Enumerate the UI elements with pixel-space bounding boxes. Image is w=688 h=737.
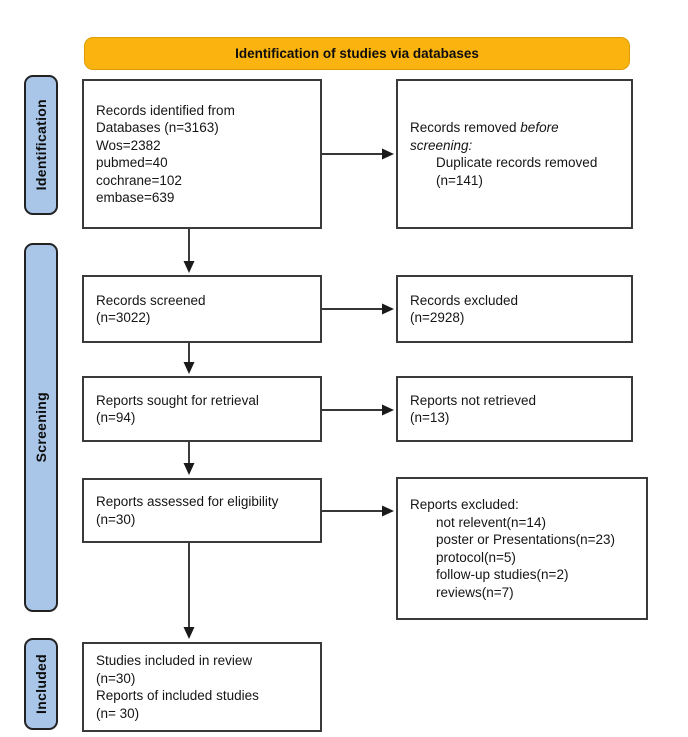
stage-included-label: Included bbox=[33, 654, 49, 714]
stage-included: Included bbox=[24, 638, 58, 730]
text-fragment-italic: screening: bbox=[410, 137, 473, 153]
text-line: Reports not retrieved bbox=[410, 392, 537, 408]
text-line: Reports of included studies bbox=[96, 688, 259, 703]
text-line: (n=30) bbox=[96, 670, 136, 686]
banner-title-text: Identification of studies via databases bbox=[235, 46, 479, 61]
text-line: (n=94) bbox=[96, 410, 136, 425]
text-line: (n= 30) bbox=[96, 705, 140, 721]
text-line: reviews(n=7) bbox=[436, 584, 514, 600]
stage-screening: Screening bbox=[24, 243, 58, 612]
box-records-excluded: Records excluded (n=2928) bbox=[396, 275, 633, 343]
text-fragment: Records removed bbox=[410, 120, 521, 135]
arrow-screened-to-excluded bbox=[322, 303, 394, 315]
arrow-assessed-to-reports-excluded bbox=[322, 505, 394, 517]
text-line: (n=2928) bbox=[410, 310, 465, 325]
box-reports-not-retrieved: Reports not retrieved (n=13) bbox=[396, 376, 633, 442]
text-line: (n=141) bbox=[436, 172, 483, 188]
arrow-sought-to-assessed bbox=[183, 442, 195, 475]
stage-identification: Identification bbox=[24, 75, 58, 215]
box-records-removed: Records removed before screening: Duplic… bbox=[396, 79, 633, 229]
text-line: Wos=2382 bbox=[96, 137, 161, 153]
arrow-screened-to-sought bbox=[183, 343, 195, 374]
box-studies-included: Studies included in review (n=30) Report… bbox=[82, 642, 322, 732]
box-reports-sought: Reports sought for retrieval (n=94) bbox=[82, 376, 322, 442]
text-line: Records identified from bbox=[96, 102, 235, 118]
text-line: (n=13) bbox=[410, 410, 450, 425]
text-line: Duplicate records removed bbox=[436, 155, 598, 170]
box-reports-assessed: Reports assessed for eligibility (n=30) bbox=[82, 478, 322, 543]
text-line: Studies included in review bbox=[96, 653, 253, 668]
arrow-assessed-to-included bbox=[183, 543, 195, 639]
box-reports-excluded: Reports excluded: not relevent(n=14) pos… bbox=[396, 477, 648, 620]
text-line: not relevent(n=14) bbox=[436, 514, 546, 530]
text-line: follow-up studies(n=2) bbox=[436, 567, 569, 582]
text-line: poster or Presentations(n=23) bbox=[436, 532, 615, 547]
text-line: Records screened bbox=[96, 292, 206, 308]
text-line: pubmed=40 bbox=[96, 155, 168, 170]
stage-screening-label: Screening bbox=[33, 392, 49, 463]
text-line: (n=3022) bbox=[96, 310, 151, 325]
text-line: cochrane=102 bbox=[96, 172, 182, 188]
text-line: Records excluded bbox=[410, 292, 519, 308]
text-line: Databases (n=3163) bbox=[96, 120, 219, 135]
arrow-identified-to-screened bbox=[183, 229, 195, 273]
arrow-sought-to-not-retrieved bbox=[322, 404, 394, 416]
text-line: embase=639 bbox=[96, 190, 175, 205]
text-line: Reports excluded: bbox=[410, 497, 519, 512]
box-records-identified: Records identified from Databases (n=316… bbox=[82, 79, 322, 229]
banner-title: Identification of studies via databases bbox=[84, 37, 630, 70]
text-fragment-italic: before bbox=[520, 120, 559, 135]
text-line: screening: bbox=[410, 137, 619, 155]
text-line: (n=30) bbox=[96, 511, 136, 527]
text-line: protocol(n=5) bbox=[436, 549, 516, 565]
arrow-identified-to-removed bbox=[322, 148, 394, 160]
text-line: Reports assessed for eligibility bbox=[96, 494, 279, 509]
stage-identification-label: Identification bbox=[33, 99, 49, 191]
text-line: Records removed before bbox=[410, 119, 619, 137]
text-line: Reports sought for retrieval bbox=[96, 392, 259, 408]
box-records-screened: Records screened (n=3022) bbox=[82, 275, 322, 343]
